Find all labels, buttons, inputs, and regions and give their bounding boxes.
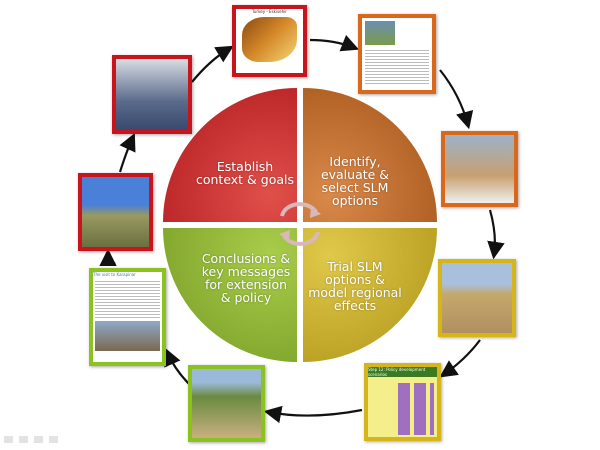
scenario-maps [398,383,434,435]
label-conclusions: Conclusions & key messages for extension… [201,251,291,305]
arrow-3 [487,209,505,260]
photo-field-visit [188,365,265,442]
arrow-2 [439,69,474,130]
report-text [95,279,160,319]
scenario-title: Step 12: Policy development scenarios [368,367,437,377]
quadrant-trial [303,228,437,362]
cycle-arrows [99,34,505,424]
thumb-map: Turkey - Eskisehir [232,5,307,77]
arrow-4 [439,339,481,378]
arrow-1 [309,34,360,52]
map-title: Turkey - Eskisehir [252,9,287,14]
label-establish: Establish context & goals [195,159,295,187]
arrow-7 [99,248,117,267]
arrow-8 [118,133,136,173]
quadrant-conclusions [163,228,297,362]
arrow-9 [191,45,234,83]
menu-icon[interactable] [34,436,43,443]
photo-field-trial [438,259,516,337]
photo-landscape [78,173,153,251]
thumb-scenarios: Step 12: Policy development scenarios [364,363,441,441]
report-title: The visit to Karapinar [93,272,136,277]
thumb-report: The visit to Karapinar [89,268,166,366]
pen-icon[interactable] [19,436,28,443]
label-identify: Identify, evaluate & select SLM options [320,154,390,208]
prev-slide-icon[interactable] [4,436,13,443]
map-image [242,17,297,62]
slide-nav [4,436,58,443]
report-photo [95,321,160,351]
label-trial: Trial SLM options & model regional effec… [308,259,402,313]
photo-meeting [112,55,192,134]
quadrant-identify [303,88,437,222]
photo-workshop [441,131,518,207]
doc-text [365,48,429,84]
thumb-document [358,14,436,94]
arrow-6 [164,347,191,386]
quadrant-establish [163,88,297,222]
next-slide-icon[interactable] [49,436,58,443]
arrow-5 [263,405,363,424]
doc-photo [365,21,395,45]
